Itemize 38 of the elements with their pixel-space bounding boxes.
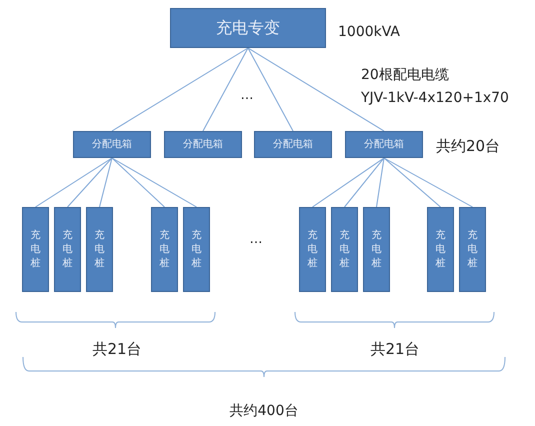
connector-line [248,48,384,132]
connector-line [67,158,112,208]
charging-pile-box: 充电桩 [183,207,210,292]
connector-line [35,158,112,208]
charging-pile-box: 充电桩 [22,207,49,292]
connector-line [248,48,294,132]
connector-line [112,158,197,208]
charging-pile-box: 充电桩 [54,207,81,292]
connector-line [312,158,384,208]
cable-label: 20根配电电缆 [361,66,449,84]
cable-spec-label: YJV-1kV-4x120+1x70 [361,90,509,106]
distribution-box: 分配电箱 [73,131,151,158]
charging-pile-box: 充电桩 [86,207,113,292]
distribution-box: 分配电箱 [164,131,242,158]
distribution-box: 分配电箱 [345,131,423,158]
connector-line [376,158,384,208]
connector-line [384,158,473,208]
charging-pile-box: 充电桩 [151,207,178,292]
ellipsis: … [240,88,254,103]
charging-pile-box: 充电桩 [363,207,390,292]
connector-line [112,48,248,132]
connector-line [112,158,165,208]
count-label: 共21台 [92,340,142,359]
count-label: 共21台 [370,340,420,359]
charging-pile-box: 充电桩 [331,207,358,292]
distribution-box: 分配电箱 [254,131,332,158]
charging-pile-box: 充电桩 [299,207,326,292]
count-label: 共约20台 [436,137,500,156]
total-label: 共约400台 [230,402,298,420]
connector-line [99,158,112,208]
connector-line [202,48,248,132]
charging-pile-box: 充电桩 [427,207,454,292]
capacity-label: 1000kVA [338,24,400,40]
charging-pile-box: 充电桩 [459,207,486,292]
connector-line [344,158,384,208]
ellipsis: … [250,232,262,247]
transformer-box: 充电专变 [170,8,326,48]
connector-line [384,158,441,208]
